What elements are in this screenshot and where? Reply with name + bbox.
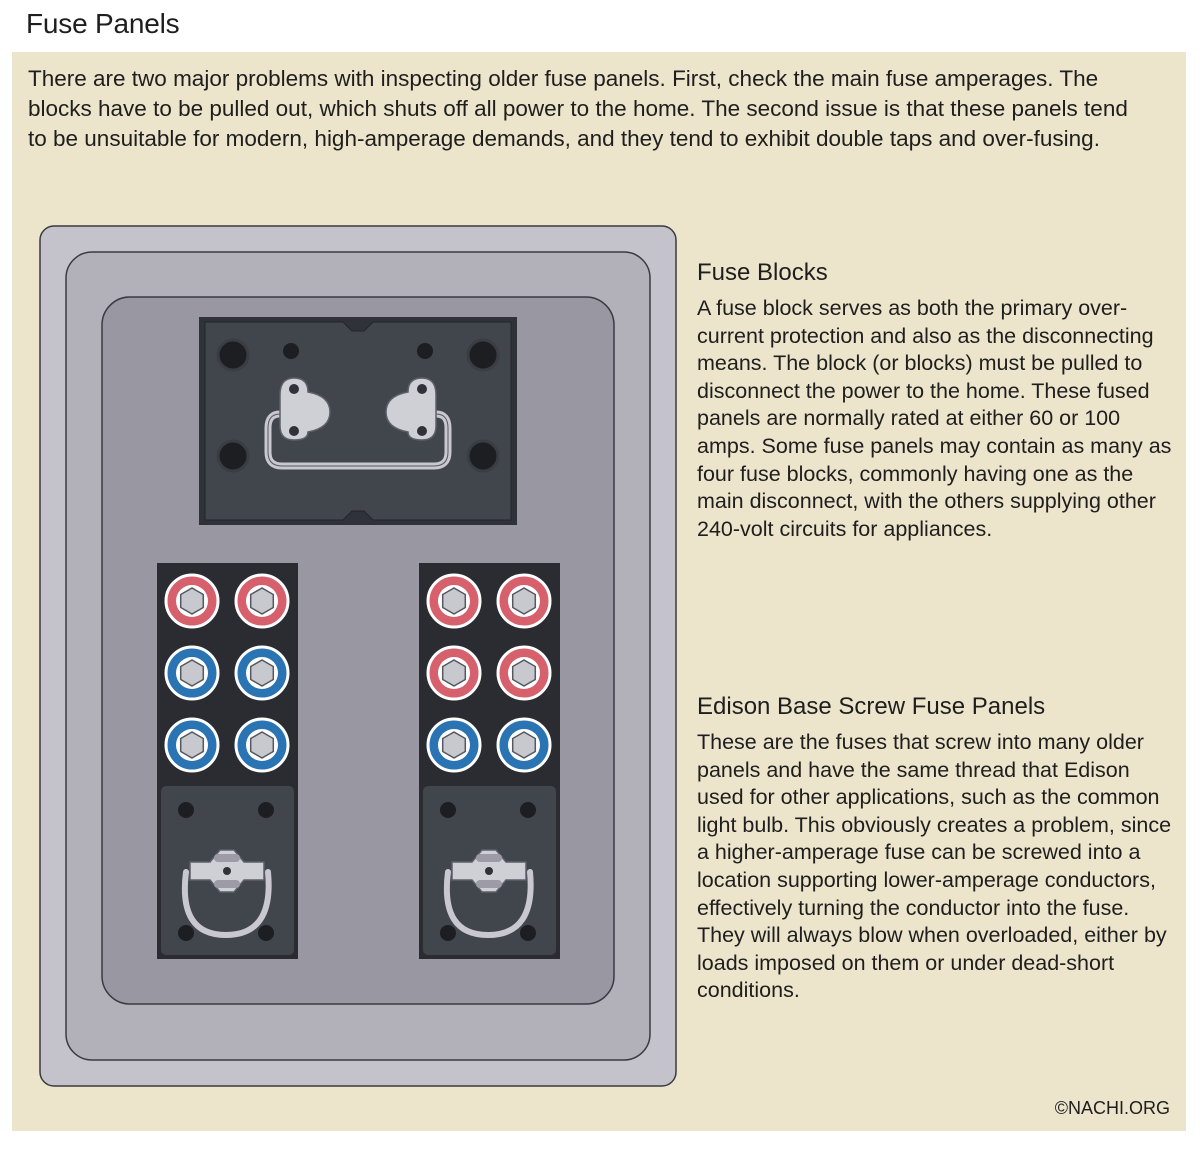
fuse-blue: [496, 717, 552, 773]
block-mount-hole: [440, 925, 456, 941]
pull-handle: [443, 869, 534, 939]
block-mount-hole: [216, 338, 250, 372]
block-mount-hole: [520, 802, 536, 818]
handle-bracket: [385, 377, 437, 441]
block-mount-hole: [466, 338, 500, 372]
block-mount-hole: [216, 439, 250, 473]
fuse-blue: [234, 645, 290, 701]
fuse-blue: [164, 645, 220, 701]
block-small-hole: [417, 343, 433, 359]
pull-handle: [181, 869, 272, 939]
fuse-blue: [164, 717, 220, 773]
block-mount-hole: [440, 802, 456, 818]
edison-fuse-heading: Edison Base Screw Fuse Panels: [697, 693, 1046, 720]
fuse-red: [164, 573, 220, 629]
fuse-column-right: [419, 563, 560, 959]
fuse-red: [496, 573, 552, 629]
block-mount-hole: [258, 925, 274, 941]
fuse-blocks-text: A fuse block serves as both the primary …: [697, 296, 1172, 541]
block-mount-hole: [178, 802, 194, 818]
fuse-panel-diagram: [39, 225, 677, 1087]
handle-bracket: [451, 849, 527, 893]
fuse-blocks-heading: Fuse Blocks: [697, 259, 828, 286]
fuse-blue: [426, 717, 482, 773]
fuse-blue: [234, 717, 290, 773]
page-title: Fuse Panels: [26, 8, 180, 39]
copyright-credit: ©NACHI.ORG: [1054, 1098, 1170, 1118]
fuse-red: [496, 645, 552, 701]
handle-bracket: [189, 849, 265, 893]
block-mount-hole: [178, 925, 194, 941]
intro-paragraph: There are two major problems with inspec…: [28, 66, 1128, 151]
edison-fuse-text: These are the fuses that screw into many…: [697, 730, 1172, 1003]
fuse-red: [426, 645, 482, 701]
block-small-hole: [283, 343, 299, 359]
block-mount-hole: [520, 925, 536, 941]
fuse-red: [234, 573, 290, 629]
handle-bracket: [279, 377, 331, 441]
block-mount-hole: [258, 802, 274, 818]
block-mount-hole: [466, 439, 500, 473]
main-fuse-block: [199, 317, 517, 525]
fuse-column-left: [157, 563, 298, 959]
fuse-red: [426, 573, 482, 629]
